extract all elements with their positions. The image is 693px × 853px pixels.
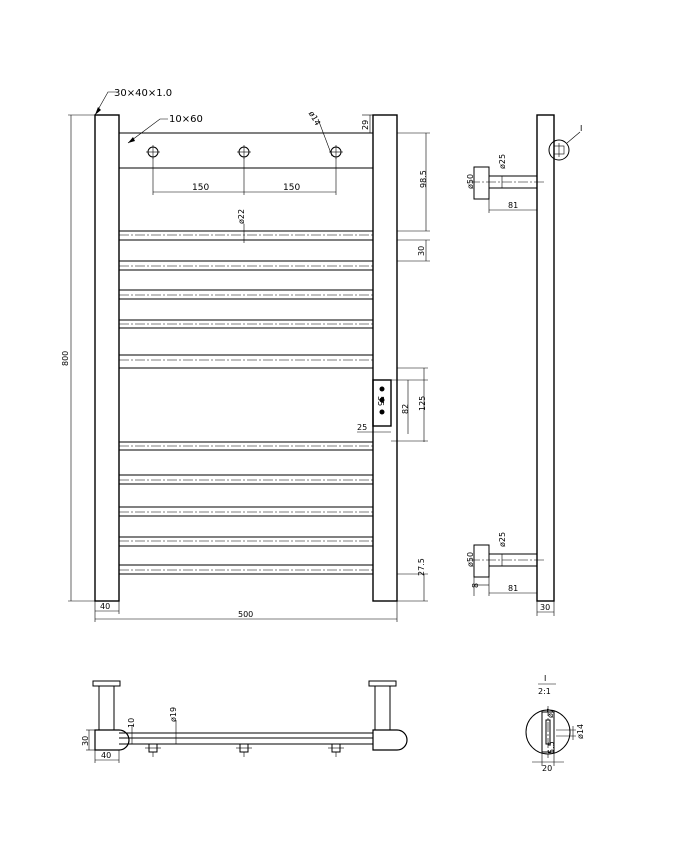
front-view: 150 150 ø14: [61, 88, 430, 622]
hole-spacing-left: 150: [192, 183, 209, 193]
valve-offset-b-label: 125: [418, 396, 427, 411]
side-pin-dia-bottom: ø25: [498, 532, 507, 547]
side-depth-bottom: 81: [508, 584, 518, 593]
side-view: ø50 ø25 81 ø50 ø25 8 81 30 I: [466, 114, 582, 616]
side-bracket-dia-bottom: ø50: [466, 552, 475, 567]
detail-marker-circle: [548, 139, 570, 161]
side-post-label: 30: [540, 603, 550, 612]
plan-left-post: [94, 729, 130, 751]
rail-pitch-label: 30: [417, 246, 426, 256]
plan-wall-bracket: [328, 743, 344, 757]
plan-view: 30 40 10 ø19: [81, 680, 408, 763]
detail-marker-label: I: [580, 124, 582, 133]
left-post: [94, 114, 120, 602]
plan-post-depth-label: 30: [81, 736, 90, 746]
detail-width: 20: [542, 764, 552, 773]
post-width-label: 40: [100, 602, 110, 611]
valve-text: 55: [376, 396, 385, 406]
plan-wall-bracket: [145, 743, 161, 757]
height-label: 800: [61, 351, 70, 366]
profile-label: 30×40×1.0: [114, 88, 172, 99]
rails: [119, 230, 373, 575]
valve-offset-a-label: 82: [401, 404, 410, 414]
overall-width-label: 500: [238, 610, 253, 619]
top-rail-gap-label: 98.5: [419, 170, 428, 188]
mounting-hole: [146, 145, 160, 159]
plan-post-width-label: 40: [101, 751, 111, 760]
hole-spacing-right: 150: [283, 183, 300, 193]
detail-title: I: [544, 674, 546, 683]
plan-right-post: [372, 729, 408, 751]
top-offset-label: 29: [361, 120, 370, 130]
plan-rail-dia-label: ø19: [169, 707, 178, 722]
side-depth-top: 81: [508, 201, 518, 210]
detail-view: I 2:1 ø7 ø14 5.5 20: [525, 674, 585, 773]
plan-wall-bracket: [236, 743, 252, 757]
side-pin-dia-top: ø25: [498, 154, 507, 169]
mounting-hole: [329, 145, 343, 159]
valve-block: [372, 379, 392, 427]
plate-label: 10×60: [169, 114, 203, 125]
detail-gap: 5.5: [547, 741, 556, 754]
detail-scale: 2:1: [538, 687, 551, 696]
bottom-rail-label: 27.5: [417, 558, 426, 576]
side-post: [536, 114, 555, 602]
side-small-label: 8: [471, 583, 480, 588]
mounting-hole: [237, 145, 251, 159]
detail-hole-dia: ø14: [576, 724, 585, 739]
right-post: [372, 114, 398, 602]
side-bracket-dia-top: ø50: [466, 174, 475, 189]
detail-pin-dia: ø7: [546, 708, 555, 718]
rail-dia-label: ø22: [237, 209, 246, 224]
plan-rail-offset-label: 10: [127, 718, 136, 728]
valve-edge-label: 25: [357, 423, 367, 432]
